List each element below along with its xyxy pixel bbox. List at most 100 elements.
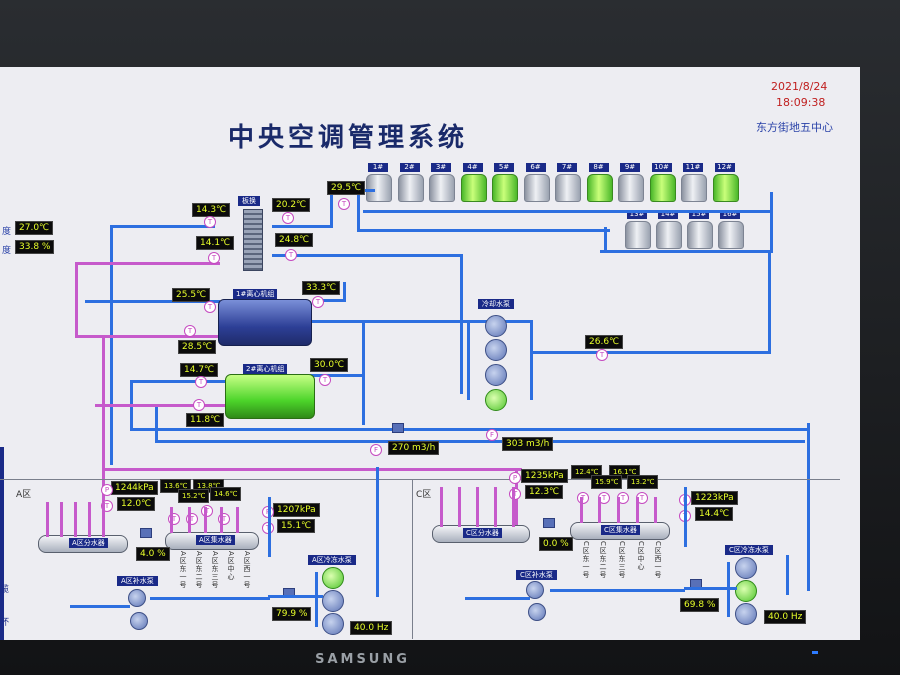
cooling-tower[interactable]: 6# <box>523 163 550 202</box>
zone-c-chw-pump-2[interactable] <box>735 580 757 602</box>
zone-c-pump-header <box>727 562 730 617</box>
branch-pipe <box>46 502 49 537</box>
sensor-icon[interactable]: T <box>195 376 207 388</box>
cooling-tower[interactable]: 16# <box>718 210 744 249</box>
heat-exchanger[interactable] <box>243 209 263 271</box>
bypass-valve-icon[interactable] <box>392 423 404 433</box>
sensor-icon[interactable]: T <box>577 492 589 504</box>
tower-row2-link <box>360 229 610 232</box>
zone-a-branch-temp-4: 14.6℃ <box>210 487 242 501</box>
sensor-icon[interactable]: T <box>312 296 324 308</box>
cooling-tower[interactable]: 1# <box>366 163 392 202</box>
cooling-tower[interactable]: 7# <box>555 163 581 202</box>
zone-a-bypass-valve-icon[interactable] <box>140 528 152 538</box>
pipe-return-drop <box>155 407 158 443</box>
cooling-tower[interactable]: 11# <box>681 163 707 202</box>
branch-label: A区东三号 <box>211 551 219 589</box>
branch-pipe <box>440 487 443 527</box>
cooling-tower[interactable]: 10# <box>649 163 676 202</box>
zone-c-chw-pump-1[interactable] <box>735 557 757 579</box>
zone-c-makeup-pipe <box>465 597 530 600</box>
reading-flow-1: 270 m3/h <box>388 441 440 455</box>
cooling-tower[interactable]: 8# <box>586 163 613 202</box>
branch-pipe <box>170 507 173 533</box>
sensor-icon[interactable]: T <box>204 301 216 313</box>
branch-pipe <box>458 487 461 527</box>
zone-c-chw-pump-3[interactable] <box>735 603 757 625</box>
zone-c-bypass-valve-icon[interactable] <box>543 518 555 528</box>
zone-c-branch-temp-4: 13.2℃ <box>627 475 659 489</box>
zone-c-supply-temp: 12.3℃ <box>525 485 564 499</box>
sensor-icon[interactable]: T <box>338 198 350 210</box>
sensor-icon[interactable]: T <box>596 349 608 361</box>
zone-a-collector[interactable]: A区集水器 <box>165 532 259 550</box>
flow-sensor-icon[interactable]: F <box>486 429 498 441</box>
zone-c-distributor[interactable]: C区分水器 <box>432 525 530 543</box>
cooling-tower[interactable]: 14# <box>656 210 682 249</box>
branch-label: C区东三号 <box>618 541 626 579</box>
pipe-hx-hot-out <box>272 225 332 228</box>
zone-a-valve-percent: 79.9 % <box>272 607 312 621</box>
sensor-icon[interactable]: T <box>208 252 220 264</box>
sensor-icon[interactable]: T <box>319 374 331 386</box>
sidebar-label-1[interactable]: 缆 <box>0 585 10 595</box>
cooling-tower-id: 15# <box>689 210 709 219</box>
cooling-tower-id: 16# <box>720 210 740 219</box>
cooling-tower-body-icon <box>718 221 744 249</box>
chiller-2[interactable] <box>225 374 315 419</box>
sensor-icon[interactable]: P <box>509 472 521 484</box>
cooling-tower[interactable]: 12# <box>712 163 739 202</box>
zone-a-chw-pump-2[interactable] <box>322 590 344 612</box>
sidebar-label-2[interactable]: 坏 <box>0 618 10 628</box>
reading-tower-return: 26.6℃ <box>585 335 624 349</box>
sensor-icon[interactable]: T <box>285 249 297 261</box>
cooling-tower[interactable]: 3# <box>429 163 455 202</box>
cooling-pumps-label: 冷却水泵 <box>478 299 514 309</box>
zone-c-makeup-pump-1[interactable] <box>526 581 544 599</box>
cooling-tower[interactable]: 15# <box>687 210 713 249</box>
cooling-tower[interactable]: 13# <box>625 210 651 249</box>
cooling-pump-4[interactable] <box>485 389 507 411</box>
cooling-tower-body-icon <box>555 174 581 202</box>
sensor-icon[interactable]: T <box>193 399 205 411</box>
cooling-tower-body-icon <box>397 174 424 202</box>
sensor-icon[interactable]: T <box>184 325 196 337</box>
branch-label: A区西一号 <box>243 551 251 589</box>
pipe-chw-left <box>75 262 78 337</box>
zone-a-pump-header <box>315 572 318 627</box>
sensor-icon[interactable]: P <box>101 484 113 496</box>
cooling-tower-body-icon <box>687 221 713 249</box>
zone-c-collector[interactable]: C区集水器 <box>570 522 670 540</box>
cooling-tower[interactable]: 4# <box>460 163 487 202</box>
zone-a-makeup-pump-2[interactable] <box>130 612 148 630</box>
cooling-pump-2[interactable] <box>485 339 507 361</box>
zone-a-return-pressure: 1207kPa <box>273 503 320 517</box>
chiller-1[interactable] <box>218 299 312 346</box>
cooling-tower[interactable]: 9# <box>618 163 644 202</box>
sensor-icon[interactable]: T <box>509 488 521 500</box>
cooling-tower[interactable]: 2# <box>397 163 424 202</box>
cooling-pump-3[interactable] <box>485 364 507 386</box>
cooling-tower[interactable]: 5# <box>492 163 518 202</box>
zone-a-label: A区 <box>16 490 32 500</box>
pipe-chiller1-out-v <box>343 282 346 302</box>
sensor-icon[interactable]: T <box>282 212 294 224</box>
sensor-icon[interactable]: T <box>201 505 213 517</box>
zone-a-distributor[interactable]: A区分水器 <box>38 535 128 553</box>
zone-c-valve-percent: 69.8 % <box>680 598 720 612</box>
flow-sensor-icon[interactable]: F <box>370 444 382 456</box>
humidity-label: 度 <box>2 246 12 256</box>
branch-pipe <box>60 502 63 537</box>
zone-c-makeup-pump-2[interactable] <box>528 603 546 621</box>
zone-a-chw-pump-3[interactable] <box>322 613 344 635</box>
cooling-tower-body-icon <box>523 174 550 202</box>
sensor-icon[interactable]: T <box>204 216 216 228</box>
branch-pipe <box>494 487 497 527</box>
cooling-tower-id: 10# <box>651 163 672 172</box>
cooling-tower-id: 7# <box>557 163 577 172</box>
zone-a-makeup-pump-1[interactable] <box>128 589 146 607</box>
cooling-pump-1[interactable] <box>485 315 507 337</box>
zone-a-chw-pump-1[interactable] <box>322 567 344 589</box>
reading-ch2-evap-in: 14.7℃ <box>180 363 219 377</box>
cooling-tower-body-icon <box>586 174 613 202</box>
